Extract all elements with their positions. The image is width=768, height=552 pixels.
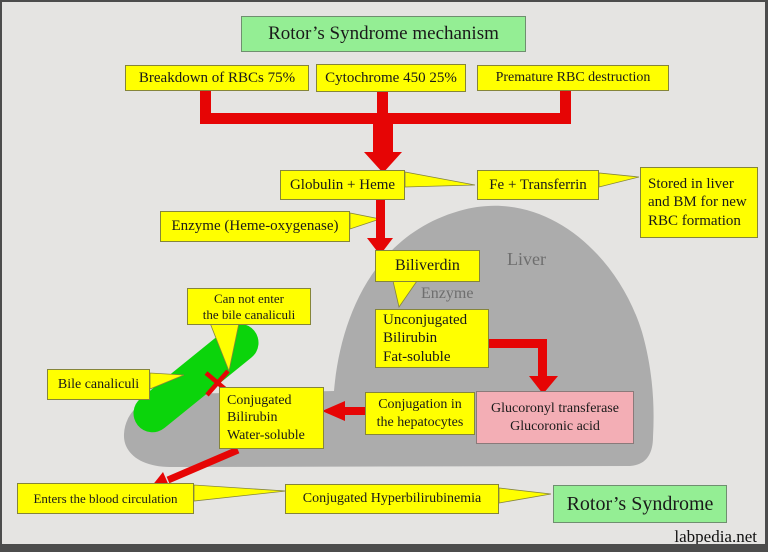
premature-stub-line: [560, 90, 571, 115]
box-fe-transferrin: Fe + Transferrin: [477, 170, 599, 200]
liver-label: Liver: [507, 249, 546, 269]
box-premature-destruction: Premature RBC destruction: [477, 65, 669, 91]
enzyme-callout-tail: [349, 212, 382, 230]
box-enzyme-heme-oxygenase: Enzyme (Heme-oxygenase): [160, 211, 350, 242]
merge-down-line: [373, 124, 393, 154]
box-cytochrome: Cytochrome 450 25%: [316, 64, 466, 92]
globulin-biliverdin-line: [376, 198, 385, 240]
box-unconjugated-bilirubin: Unconjugated Bilirubin Fat-soluble: [375, 309, 489, 368]
hyperbilirubinemia-callout-tail: [498, 487, 552, 504]
conjugation-left-line: [344, 407, 365, 415]
box-bile-canaliculi: Bile canaliculi: [47, 369, 150, 400]
diagram-title: Rotor’s Syndrome mechanism: [241, 16, 526, 52]
globulin-callout-tail: [404, 171, 476, 188]
box-biliverdin: Biliverdin: [375, 250, 480, 282]
breakdown-stub-line: [200, 88, 211, 115]
box-conjugated-hyperbilirubinemia: Conjugated Hyperbilirubinemia: [285, 484, 499, 514]
box-can-not-enter: Can not enter the bile canaliculi: [187, 288, 311, 325]
enzyme-label: Enzyme: [421, 285, 474, 302]
box-enters-blood-circulation: Enters the blood circulation: [17, 483, 194, 514]
box-conjugated-bilirubin: Conjugated Bilirubin Water-soluble: [219, 387, 324, 449]
box-stored-liver-bm: Stored in liver and BM for new RBC forma…: [640, 167, 758, 238]
biliverdin-callout-tail: [392, 280, 418, 308]
box-conjugation-hepatocytes: Conjugation in the hepatocytes: [365, 392, 475, 435]
watermark-labpedia: labpedia.net: [674, 527, 757, 546]
unconjugated-elbow-horizontal: [489, 339, 547, 348]
box-rotors-syndrome: Rotor’s Syndrome: [553, 485, 727, 523]
cytochrome-stub-line: [377, 90, 388, 115]
merge-bar-line: [200, 113, 571, 124]
conjugated-blood-line: [166, 446, 240, 484]
fe-callout-tail: [598, 172, 640, 188]
arrowhead-to-conjugated: [322, 401, 345, 421]
enters-blood-callout-tail: [193, 484, 287, 502]
box-breakdown-rbcs: Breakdown of RBCs 75%: [125, 65, 309, 91]
box-glucoronyl-transferase: Glucoronyl transferase Glucoronic acid: [476, 391, 634, 444]
box-globulin-heme: Globulin + Heme: [280, 170, 405, 200]
unconjugated-elbow-vertical: [538, 339, 547, 378]
